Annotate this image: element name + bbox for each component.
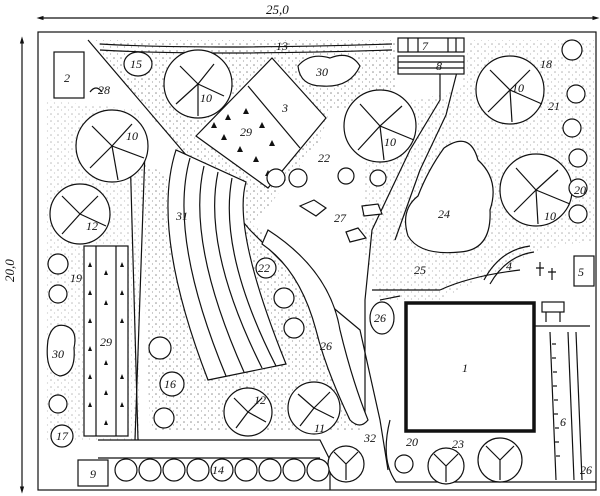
svg-text:29: 29 xyxy=(240,125,252,139)
svg-text:22: 22 xyxy=(258,261,270,275)
play-area: 4 xyxy=(483,245,556,285)
svg-text:2: 2 xyxy=(64,71,70,85)
svg-text:4: 4 xyxy=(506,259,512,273)
svg-text:12: 12 xyxy=(254,393,266,407)
svg-text:1: 1 xyxy=(462,361,468,375)
svg-text:17: 17 xyxy=(56,429,69,443)
garden-path-26: 26 xyxy=(261,229,369,426)
svg-text:19: 19 xyxy=(70,271,82,285)
svg-text:11: 11 xyxy=(314,421,325,435)
tree-icon: 10 xyxy=(75,109,149,183)
left-shrubs: 19 30 17 xyxy=(46,253,82,448)
tree-icon xyxy=(427,447,465,485)
herb-bed: 29 xyxy=(211,108,275,176)
sandpit: 5 xyxy=(573,255,595,287)
svg-text:6: 6 xyxy=(560,415,566,429)
pond: 24 xyxy=(405,140,494,254)
plot-boundary xyxy=(37,31,597,491)
svg-text:28: 28 xyxy=(98,83,110,97)
svg-text:3: 3 xyxy=(281,101,288,115)
bush-30-top: 30 xyxy=(297,54,361,87)
svg-text:18: 18 xyxy=(540,57,552,71)
svg-text:29: 29 xyxy=(100,335,112,349)
svg-text:24: 24 xyxy=(438,207,450,221)
svg-text:30: 30 xyxy=(51,347,64,361)
steps-8: 8 xyxy=(397,55,465,75)
tree-icon: 12 xyxy=(49,183,111,245)
svg-text:5: 5 xyxy=(578,265,584,279)
tree-icon: 10 xyxy=(163,49,233,119)
svg-text:15: 15 xyxy=(130,57,142,71)
house: 1 xyxy=(404,301,536,433)
width-label: 25,0 xyxy=(266,2,289,17)
svg-text:10: 10 xyxy=(512,81,524,95)
height-label: 20,0 xyxy=(2,259,17,282)
lawn-strip: 13 xyxy=(99,39,393,54)
svg-text:31: 31 xyxy=(175,209,188,223)
svg-text:26: 26 xyxy=(320,339,332,353)
bench: 2 xyxy=(53,51,85,99)
tree-icon: 10 xyxy=(475,55,545,125)
long-vegbed: 29 xyxy=(83,245,129,437)
house-entrance xyxy=(534,301,590,327)
svg-text:30: 30 xyxy=(315,65,328,79)
svg-text:27: 27 xyxy=(334,211,347,225)
patio: 25 xyxy=(372,263,521,301)
svg-text:25: 25 xyxy=(414,263,426,277)
compost: 9 xyxy=(77,459,109,487)
svg-text:20: 20 xyxy=(406,435,418,449)
svg-text:20: 20 xyxy=(574,183,586,197)
tree-icon: 10 xyxy=(499,153,573,227)
width-dimension: 25,0 xyxy=(36,2,600,21)
svg-text:9: 9 xyxy=(90,467,96,481)
svg-text:22: 22 xyxy=(318,151,330,165)
bottom-labels: 32 20 23 xyxy=(363,431,464,474)
middle-shrubs: 22 16 xyxy=(148,257,305,429)
hedge-6: 6 26 xyxy=(549,331,592,481)
trees: 10 10 10 10 10 12 12 xyxy=(49,49,573,485)
svg-text:21: 21 xyxy=(548,99,560,113)
flowerbed: 3 xyxy=(195,57,327,189)
svg-text:10: 10 xyxy=(126,129,138,143)
svg-text:14: 14 xyxy=(212,463,224,477)
svg-text:10: 10 xyxy=(384,135,396,149)
hedge-28: 28 xyxy=(89,83,110,97)
shrub-row-14: 14 xyxy=(114,458,330,482)
right-shrubs: 18 21 20 xyxy=(540,39,588,224)
svg-text:10: 10 xyxy=(544,209,556,223)
svg-text:12: 12 xyxy=(86,219,98,233)
svg-text:23: 23 xyxy=(452,437,464,451)
steps-7: 7 xyxy=(397,37,465,53)
svg-text:16: 16 xyxy=(164,377,176,391)
svg-text:26: 26 xyxy=(374,311,386,325)
svg-text:26: 26 xyxy=(580,463,592,477)
height-dimension: 20,0 xyxy=(2,36,25,494)
tree-icon xyxy=(327,445,365,483)
svg-text:10: 10 xyxy=(200,91,212,105)
svg-text:8: 8 xyxy=(436,59,442,73)
tree-icon: 11 xyxy=(287,381,341,435)
tree-icon: 10 xyxy=(343,89,417,163)
shrub-group-22: 22 27 xyxy=(266,151,387,243)
tree-icon xyxy=(477,437,523,483)
svg-text:32: 32 xyxy=(363,431,376,445)
curved-beds: 31 xyxy=(167,149,287,381)
svg-text:13: 13 xyxy=(276,39,288,53)
svg-text:7: 7 xyxy=(422,39,429,53)
shrub-15: 15 xyxy=(123,51,153,77)
tree-icon: 12 xyxy=(223,387,273,437)
shrub-26: 26 xyxy=(369,301,395,335)
